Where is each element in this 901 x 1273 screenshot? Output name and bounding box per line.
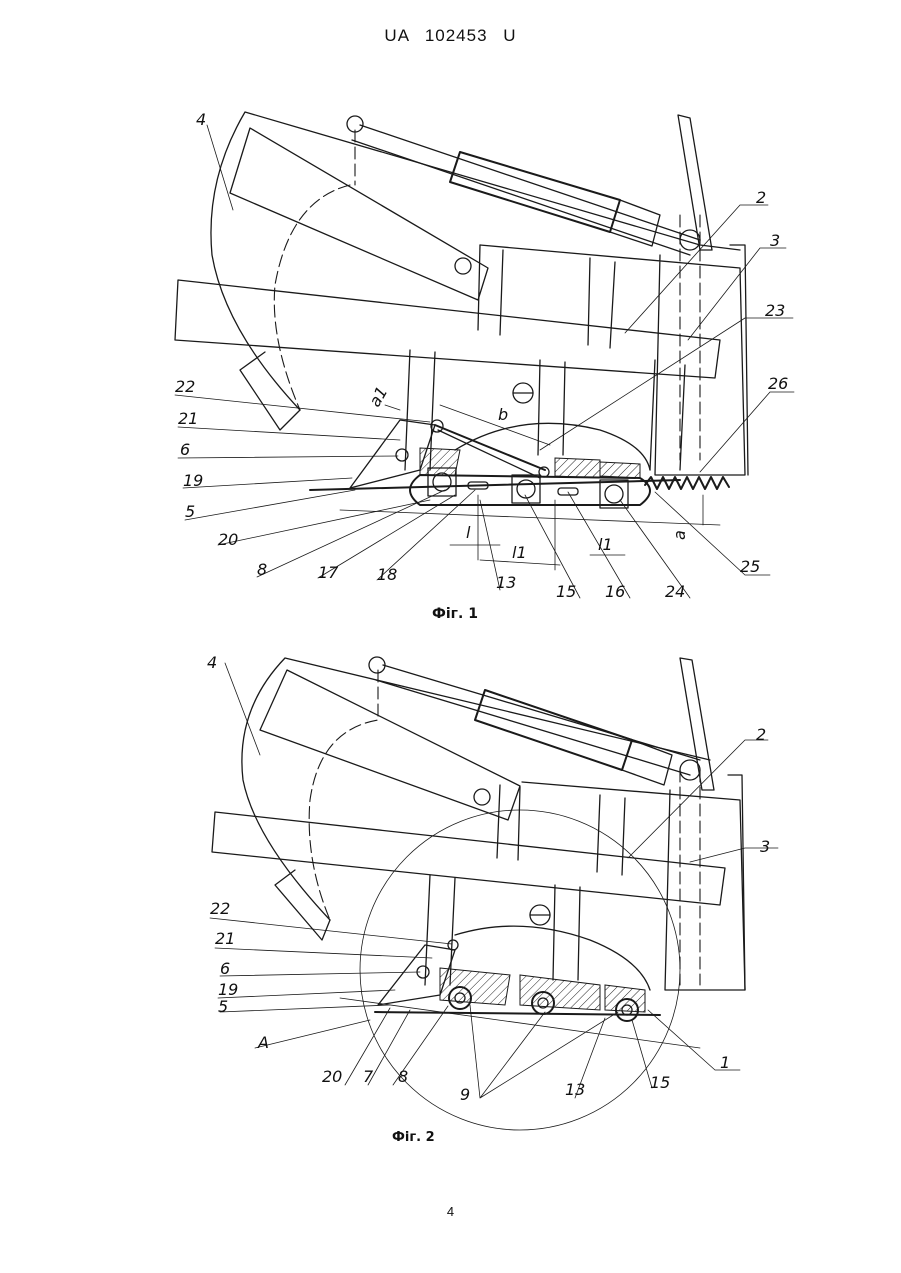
fig2-label-9: 9 xyxy=(460,1085,470,1104)
fig1-label-25: 25 xyxy=(740,557,760,576)
figure-2-drawing xyxy=(210,657,778,1130)
fig1-label-8: 8 xyxy=(257,560,267,579)
fig1-label-2: 2 xyxy=(756,188,766,207)
fig1-label-20: 20 xyxy=(218,530,238,549)
fig1-dim-l1-a: l1 xyxy=(512,543,527,562)
fig1-dim-a: a xyxy=(670,530,689,540)
fig1-label-6: 6 xyxy=(180,440,190,459)
fig2-label-20: 20 xyxy=(322,1067,342,1086)
fig1-label-23: 23 xyxy=(765,301,785,320)
figure-1-drawing xyxy=(175,112,794,598)
fig2-label-4: 4 xyxy=(207,653,217,672)
fig1-label-4: 4 xyxy=(196,110,206,129)
fig2-label-21: 21 xyxy=(215,929,235,948)
fig1-label-24: 24 xyxy=(665,582,685,601)
fig1-dim-l: l xyxy=(466,523,471,542)
fig2-label-8: 8 xyxy=(398,1067,408,1086)
fig2-label-A: A xyxy=(257,1033,269,1052)
fig2-label-2: 2 xyxy=(756,725,766,744)
page-number: 4 xyxy=(0,1204,901,1219)
fig1-label-18: 18 xyxy=(377,565,397,584)
fig2-label-3: 3 xyxy=(760,837,770,856)
fig1-label-3: 3 xyxy=(770,231,780,250)
fig1-label-5: 5 xyxy=(185,502,195,521)
fig1-dim-l1-b: l1 xyxy=(598,535,613,554)
fig2-label-22: 22 xyxy=(210,899,230,918)
fig2-label-1: 1 xyxy=(720,1053,730,1072)
fig2-label-13: 13 xyxy=(565,1080,585,1099)
fig2-label-5: 5 xyxy=(218,997,228,1016)
fig1-label-19: 19 xyxy=(183,471,203,490)
fig1-label-16: 16 xyxy=(605,582,625,601)
fig2-label-6: 6 xyxy=(220,959,230,978)
fig1-label-26: 26 xyxy=(768,374,788,393)
figure-2-labels: 4 2 3 22 21 6 19 5 A 20 7 8 9 13 15 1 xyxy=(207,653,770,1104)
fig1-label-21: 21 xyxy=(178,409,198,428)
fig1-label-15: 15 xyxy=(556,582,576,601)
fig2-label-7: 7 xyxy=(363,1067,374,1086)
fig1-dim-b: b xyxy=(498,405,508,424)
fig1-label-22: 22 xyxy=(175,377,195,396)
figure-2-caption: Фіг. 2 xyxy=(392,1130,435,1145)
fig1-label-17: 17 xyxy=(318,563,339,582)
fig1-label-13: 13 xyxy=(496,573,516,592)
figure-1-caption: Фіг. 1 xyxy=(432,606,478,622)
fig2-label-15: 15 xyxy=(650,1073,670,1092)
